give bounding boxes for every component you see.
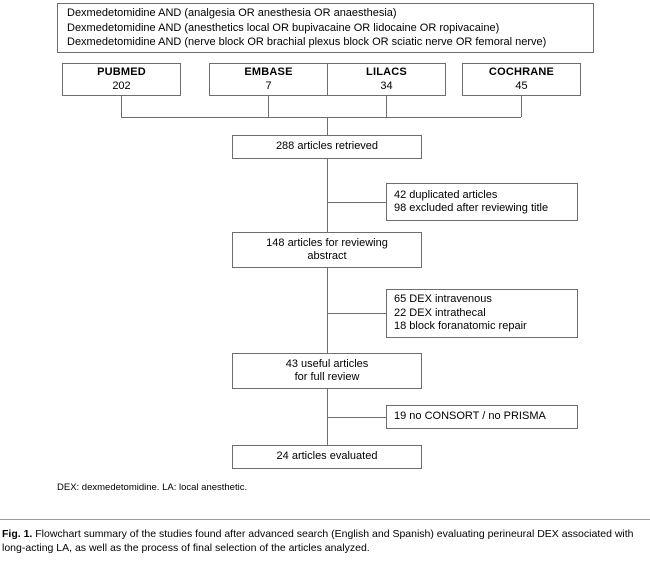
connector-spine-abstract-fullreview <box>327 268 328 353</box>
figure-caption: Fig. 1. Flowchart summary of the studies… <box>2 527 648 555</box>
database-name-lilacs: LILACS <box>366 66 407 78</box>
connector-pubmed-down <box>121 96 122 117</box>
figure-caption-label: Fig. 1. <box>2 528 33 540</box>
search-query-line-1: Dexmedetomidine AND (analgesia OR anesth… <box>67 7 397 20</box>
exclusion-1-line-1: 42 duplicated articles <box>394 188 498 201</box>
connector-branch-exclusion-1 <box>327 202 386 203</box>
exclusion-box-3: 19 no CONSORT / no PRISMA <box>386 405 578 429</box>
database-count-embase: 7 <box>265 79 272 92</box>
database-count-pubmed: 202 <box>112 79 131 92</box>
stage-box-evaluated: 24 articles evaluated <box>232 445 422 469</box>
stage-box-retrieved: 288 articles retrieved <box>232 135 422 159</box>
connector-database-bus <box>121 117 521 118</box>
stage-abstract-line-2: abstract <box>307 250 347 262</box>
database-box-lilacs: LILACS 34 <box>327 63 446 96</box>
connector-lilacs-down <box>386 96 387 117</box>
database-box-embase: EMBASE 7 <box>209 63 328 96</box>
connector-spine-retrieved-abstract <box>327 159 328 232</box>
stage-abstract-line-1: 148 articles for reviewing <box>266 236 388 249</box>
database-name-cochrane: COCHRANE <box>488 66 555 78</box>
stage-box-abstract: 148 articles for reviewing abstract <box>232 232 422 268</box>
stage-fullreview-line-1: 43 useful articles <box>285 357 369 370</box>
connector-branch-exclusion-3 <box>327 417 386 418</box>
exclusion-2-line-2: 22 DEX intrathecal <box>394 306 486 319</box>
database-name-embase: EMBASE <box>244 66 293 78</box>
database-name-pubmed: PUBMED <box>97 66 146 78</box>
database-count-cochrane: 45 <box>515 79 528 92</box>
exclusion-box-1: 42 duplicated articles 98 excluded after… <box>386 183 578 221</box>
exclusion-2-line-1: 65 DEX intravenous <box>394 293 492 306</box>
database-box-cochrane: COCHRANE 45 <box>462 63 581 96</box>
connector-branch-exclusion-2 <box>327 313 386 314</box>
exclusion-box-2: 65 DEX intravenous 22 DEX intrathecal 18… <box>386 289 578 338</box>
caption-divider <box>0 519 650 520</box>
exclusion-3-line-1: 19 no CONSORT / no PRISMA <box>394 410 546 423</box>
stage-fullreview-line-2: for full review <box>294 371 360 383</box>
database-box-pubmed: PUBMED 202 <box>62 63 181 96</box>
figure-footnote: DEX: dexmedetomidine. LA: local anesthet… <box>57 482 248 493</box>
exclusion-2-line-3: 18 block foranatomic repair <box>394 320 527 333</box>
search-query-line-3: Dexmedetomidine AND (nerve block OR brac… <box>67 36 547 49</box>
stage-box-fullreview: 43 useful articles for full review <box>232 353 422 389</box>
connector-bus-to-retrieved <box>327 117 328 135</box>
exclusion-1-line-2: 98 excluded after reviewing title <box>394 202 549 214</box>
stage-retrieved-line-1: 288 articles retrieved <box>275 140 379 153</box>
database-count-lilacs: 34 <box>380 79 393 92</box>
search-query-line-2: Dexmedetomidine AND (anesthetics local O… <box>67 21 500 34</box>
stage-evaluated-line-1: 24 articles evaluated <box>276 450 378 463</box>
figure-caption-text: Flowchart summary of the studies found a… <box>2 528 634 554</box>
connector-embase-down <box>268 96 269 117</box>
connector-cochrane-down <box>521 96 522 117</box>
search-query-box: Dexmedetomidine AND (analgesia OR anesth… <box>57 3 594 53</box>
